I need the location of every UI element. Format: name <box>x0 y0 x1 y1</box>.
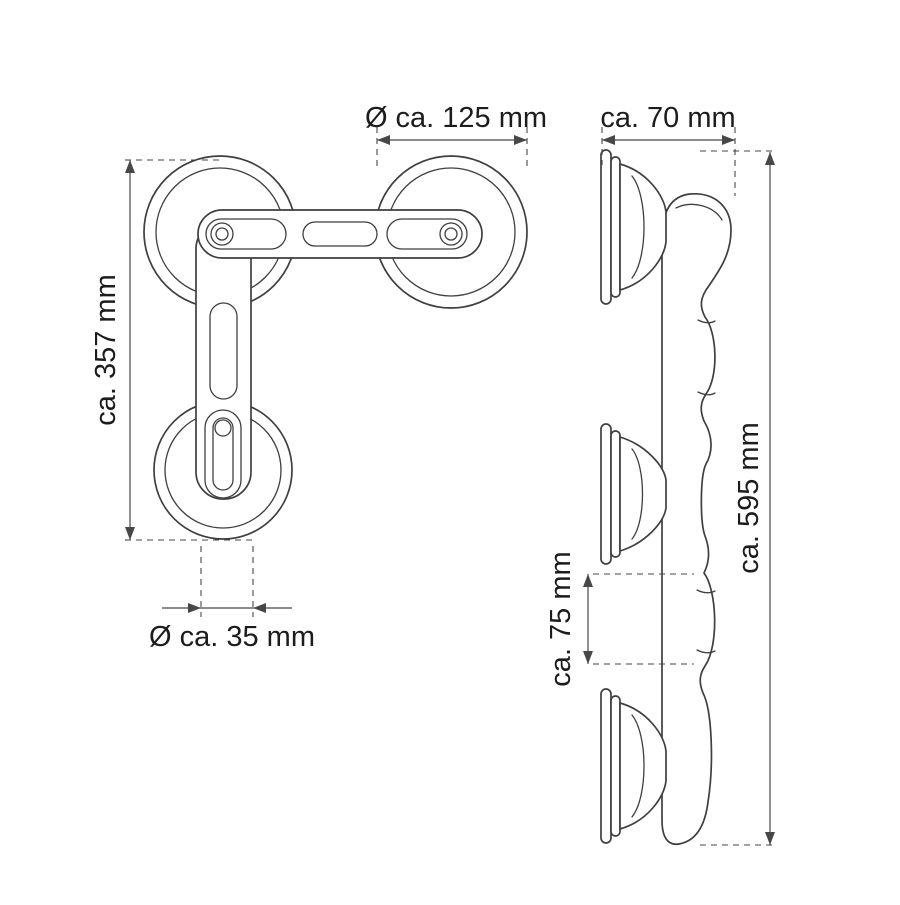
dimension-side-grip: ca. 75 mm <box>545 551 694 687</box>
dimension-label-depth: ca. 70 mm <box>600 102 735 134</box>
grip-collar <box>696 589 716 594</box>
cup-lip-2 <box>610 695 621 837</box>
grip-collar <box>696 649 716 654</box>
front-view: Ø ca. 125 mm ca. 357 mm <box>90 102 547 653</box>
arrowhead <box>514 135 527 145</box>
cup-dome-detail <box>631 175 645 279</box>
dimension-front-height: ca. 357 mm <box>90 159 254 541</box>
vertical-arm <box>195 221 252 500</box>
bottom-mount-inner <box>212 417 234 491</box>
dimension-label-bottom-diameter: Ø ca. 35 mm <box>149 621 315 653</box>
arrowhead <box>583 651 593 664</box>
cup-dome <box>619 163 667 291</box>
grip-collar <box>697 391 716 396</box>
arrowhead <box>765 832 775 845</box>
dimension-label-side-height: ca. 595 mm <box>733 422 765 574</box>
arrowhead <box>188 603 201 613</box>
suction-cup-profile-bottom <box>600 688 667 844</box>
arrowhead <box>583 574 593 587</box>
arrowhead <box>253 603 266 613</box>
suction-cup-profile-top <box>600 149 667 305</box>
bottom-mount-outer <box>204 409 242 499</box>
arrowhead <box>722 135 735 145</box>
handle-knob-detail <box>675 203 723 221</box>
left-pivot-outer <box>210 222 234 246</box>
cup-lip <box>600 423 612 565</box>
dimension-label-grip: ca. 75 mm <box>545 551 577 686</box>
grip-collar <box>697 319 716 324</box>
left-pivot-inner <box>215 227 229 241</box>
cup-dome-detail <box>631 448 644 540</box>
arrowhead <box>765 152 775 165</box>
right-pivot-outer <box>439 222 463 246</box>
cup-dome-detail <box>631 714 645 818</box>
handle-body <box>661 193 732 846</box>
cup-dome <box>619 702 667 830</box>
left-mount <box>205 218 287 250</box>
right-mount <box>386 218 468 250</box>
arrowhead <box>377 135 390 145</box>
dimension-label-top-diameter: Ø ca. 125 mm <box>365 102 547 134</box>
arrowhead <box>602 135 615 145</box>
horizontal-arm <box>197 209 483 259</box>
center-slot <box>302 221 378 247</box>
side-view: ca. 70 mm ca. 595 mm ca. 75 mm <box>545 102 777 846</box>
suction-cup-profile-middle <box>600 423 667 565</box>
dimension-side-height: ca. 595 mm <box>700 150 777 846</box>
cup-lip <box>600 149 612 305</box>
dimension-side-depth: ca. 70 mm <box>600 102 736 196</box>
arrowhead <box>125 160 135 173</box>
dimension-front-top-diameter: Ø ca. 125 mm <box>365 102 547 167</box>
dimension-label-height: ca. 357 mm <box>90 274 122 426</box>
arm-slot <box>209 302 238 400</box>
bottom-pivot <box>214 419 232 437</box>
cup-lip-2 <box>610 156 621 298</box>
cup-lip-2 <box>610 430 621 558</box>
cup-lip <box>600 688 612 844</box>
arrowhead <box>125 527 135 540</box>
right-pivot-inner <box>444 227 458 241</box>
dimension-front-bottom-diameter: Ø ca. 35 mm <box>149 546 315 653</box>
